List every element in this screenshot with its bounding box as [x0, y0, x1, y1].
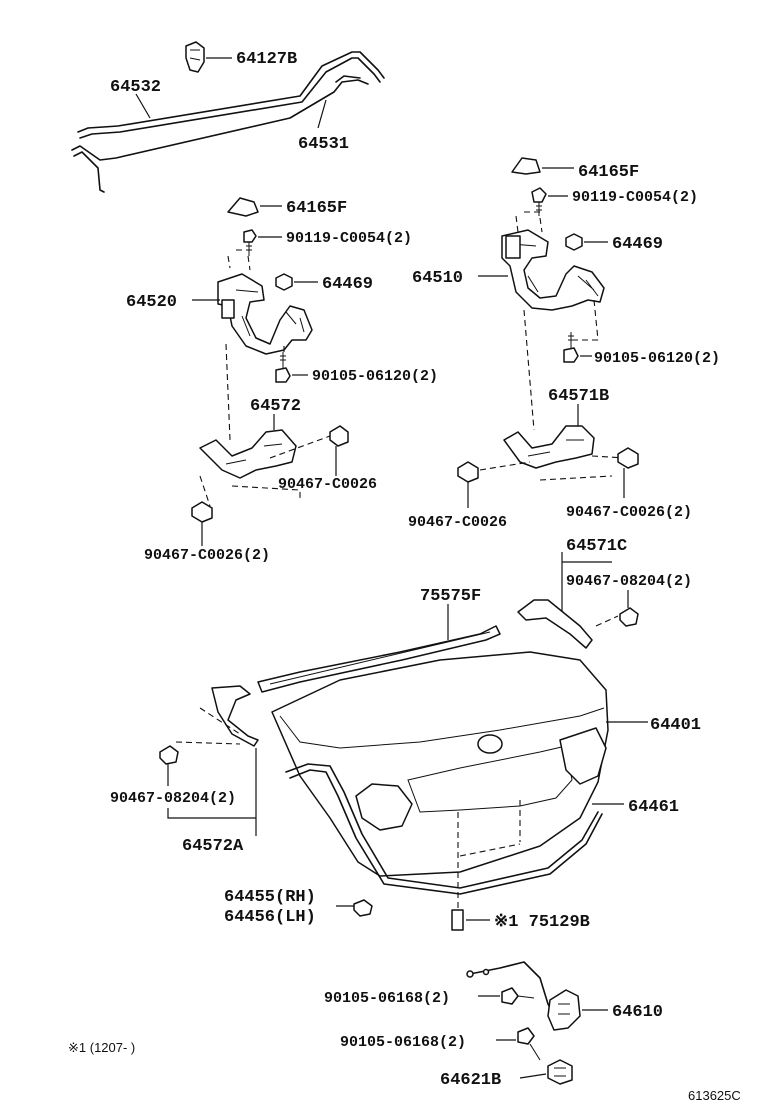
- hinge-64520: [217, 273, 313, 355]
- label-64572: 64572: [250, 397, 301, 416]
- trim-64572A: [211, 685, 259, 747]
- stopper-75129B: [451, 909, 464, 931]
- bolt-90119-left: [243, 229, 257, 256]
- clip-90467-C0026-left: [191, 501, 213, 523]
- label-90119-left: 90119-C0054(2): [286, 230, 412, 247]
- clip-90467-C0026-mid: [329, 425, 349, 447]
- label-64127B: 64127B: [236, 50, 297, 69]
- label-64165F-right: 64165F: [578, 163, 639, 182]
- trim-64571C: [517, 599, 593, 649]
- label-90119-right: 90119-C0054(2): [572, 189, 698, 206]
- label-64571C: 64571C: [566, 537, 627, 556]
- clip-90467-08204-right: [619, 607, 639, 627]
- label-64571B: 64571B: [548, 387, 609, 406]
- label-64165F-left: 64165F: [286, 199, 347, 218]
- bracket-64571B: [503, 425, 595, 469]
- torsion-bar-64532: [77, 51, 385, 139]
- label-90105-06120-left: 90105-06120(2): [312, 368, 438, 385]
- cable-64610: [466, 961, 581, 1031]
- label-90105-06120-right: 90105-06120(2): [594, 350, 720, 367]
- label-64531: 64531: [298, 135, 349, 154]
- cap-64165F-left: [227, 197, 259, 217]
- label-64520: 64520: [126, 293, 177, 312]
- nut-64469-left: [275, 273, 293, 291]
- bolt-90105-06120-right: [563, 332, 579, 363]
- nut-64469-right: [565, 233, 583, 251]
- label-90467-C0026-right2: 90467-C0026(2): [566, 504, 692, 521]
- label-90467-C0026-mid: 90467-C0026: [278, 476, 377, 493]
- label-75129B: ※1 75129B: [494, 913, 590, 932]
- footnote: ※1 (1207- ): [68, 1040, 135, 1055]
- label-64572A: 64572A: [182, 837, 244, 856]
- label-90467-C0026-left2: 90467-C0026(2): [144, 547, 270, 564]
- label-64621B: 64621B: [440, 1071, 501, 1090]
- label-64401: 64401: [650, 716, 701, 735]
- label-90467-08204-left: 90467-08204(2): [110, 790, 236, 807]
- label-90105-06168-a: 90105-06168(2): [324, 990, 450, 1007]
- bolt-90105-06168-b: [517, 1027, 541, 1061]
- label-64610: 64610: [612, 1003, 663, 1022]
- label-64455: 64455(RH): [224, 888, 316, 907]
- bolt-90105-06168-a: [501, 987, 535, 1005]
- bracket-64572: [199, 429, 297, 479]
- clip-90467-C0026-rleft: [457, 461, 479, 483]
- clip-90467-C0026-right: [617, 447, 639, 469]
- trunk-lid-64401: [271, 651, 609, 910]
- cap-64165F-right: [511, 157, 541, 175]
- bolt-90119-right: [531, 187, 547, 216]
- label-64532: 64532: [110, 78, 161, 97]
- label-90467-C0026-rleft: 90467-C0026: [408, 514, 507, 531]
- clip-90467-08204-left: [159, 745, 179, 765]
- label-64469-left: 64469: [322, 275, 373, 294]
- label-75575F: 75575F: [420, 587, 481, 606]
- label-64469-right: 64469: [612, 235, 663, 254]
- label-64461: 64461: [628, 798, 679, 817]
- striker-64621B: [547, 1059, 573, 1085]
- label-90105-06168-b: 90105-06168(2): [340, 1034, 466, 1051]
- label-64510: 64510: [412, 269, 463, 288]
- bolt-90105-06120-left: [275, 352, 291, 383]
- bracket-64127B: [185, 41, 205, 73]
- label-64456: 64456(LH): [224, 908, 316, 927]
- torsion-bar-64531: [71, 75, 369, 193]
- seal-64461: [285, 763, 603, 895]
- label-90467-08204-right: 90467-08204(2): [566, 573, 692, 590]
- hinge-64510: [501, 229, 605, 311]
- weatherstrip-75575F: [257, 625, 501, 693]
- cushion-64455: [353, 899, 373, 917]
- diagram-id: 613625C: [688, 1088, 741, 1103]
